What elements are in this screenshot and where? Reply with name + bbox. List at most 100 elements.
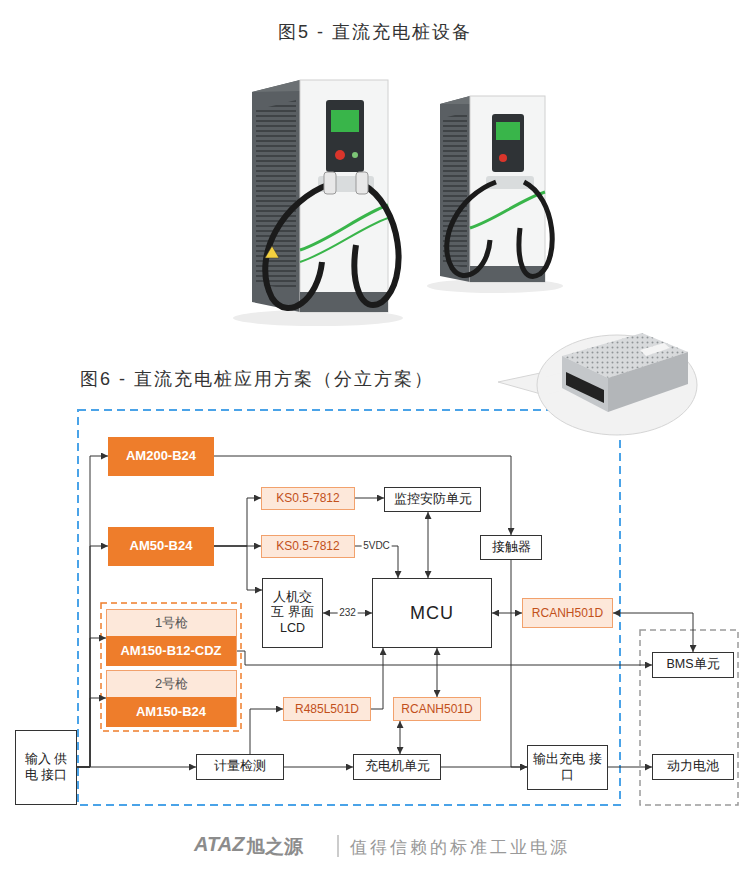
charging-pile bbox=[233, 80, 403, 326]
node-label: MCU bbox=[410, 602, 454, 625]
process-box: BMS单元 bbox=[652, 652, 734, 678]
connector bbox=[250, 709, 283, 754]
connector bbox=[437, 648, 438, 697]
gun-handle bbox=[356, 172, 368, 194]
pile-screen bbox=[326, 100, 364, 172]
process-box: 动力电池 bbox=[652, 754, 734, 780]
pile-vents bbox=[256, 100, 296, 290]
callout-bubble bbox=[498, 333, 697, 435]
green-stripe bbox=[300, 205, 388, 250]
converter-box: R485L501D bbox=[283, 697, 371, 721]
process-box: 人机交互 界面 LCD bbox=[262, 578, 323, 648]
connector bbox=[608, 767, 652, 768]
module-box: AM50-B24 bbox=[108, 527, 214, 566]
node-label: 1号枪 bbox=[155, 615, 188, 631]
mcu-box: MCU bbox=[372, 578, 492, 648]
converter-box: KS0.5-7812 bbox=[261, 487, 355, 510]
connector bbox=[77, 638, 106, 767]
process-box: 充电机单元 bbox=[353, 754, 441, 780]
cable bbox=[519, 182, 552, 276]
stop-button bbox=[335, 150, 345, 160]
connector bbox=[214, 498, 261, 546]
node-label: 接触器 bbox=[492, 540, 531, 556]
converter-box: RCANH501D bbox=[393, 697, 481, 721]
connector bbox=[214, 546, 262, 590]
connector bbox=[77, 456, 108, 767]
pile-screen bbox=[492, 114, 524, 172]
process-box: 输入 供电 接口 bbox=[15, 730, 77, 805]
warning-sign bbox=[265, 246, 279, 258]
charging-pile bbox=[427, 96, 563, 293]
vehicle-frame bbox=[640, 630, 738, 805]
connector bbox=[284, 767, 353, 768]
node-label: AM50-B24 bbox=[130, 538, 193, 554]
process-box: 监控安防单元 bbox=[384, 487, 481, 512]
connector bbox=[371, 648, 383, 709]
connector bbox=[511, 560, 527, 767]
brand-slogan: 值得信赖的标准工业电源 bbox=[350, 836, 570, 859]
gun-box: 1号枪 AM150-B12-CDZ bbox=[106, 609, 237, 666]
pile-display bbox=[331, 110, 359, 132]
brand-logo: ATAZ bbox=[194, 833, 244, 856]
pile-display bbox=[496, 122, 520, 140]
cable bbox=[265, 184, 330, 308]
converter-box: RCANH501D bbox=[522, 598, 613, 628]
psu-side bbox=[608, 352, 688, 412]
node-label: AM150-B12-CDZ bbox=[120, 643, 221, 659]
process-box: 接触器 bbox=[480, 535, 542, 560]
connector bbox=[355, 498, 384, 499]
node-label: 计量检测 bbox=[214, 759, 266, 775]
module-box: AM150-B24 bbox=[106, 697, 236, 727]
brand-name: 旭之源 bbox=[246, 834, 303, 860]
signal-label: 5VDC bbox=[361, 540, 392, 552]
green-stripe bbox=[300, 218, 388, 262]
psu-sticker bbox=[640, 343, 670, 356]
node-label: BMS单元 bbox=[666, 657, 719, 673]
connector bbox=[236, 651, 652, 665]
node-label: 动力电池 bbox=[667, 759, 719, 775]
figure-title: 图5 - 直流充电桩设备 bbox=[0, 20, 750, 44]
process-box: 输出充电 接口 bbox=[527, 745, 608, 790]
pile-side bbox=[252, 80, 300, 312]
terminal-block bbox=[566, 372, 604, 403]
module-box: AM200-B24 bbox=[108, 437, 214, 476]
node-label: AM150-B24 bbox=[136, 704, 206, 720]
stop-button bbox=[499, 154, 507, 162]
module-box: AM150-B12-CDZ bbox=[106, 636, 236, 666]
gun-group-frame bbox=[101, 603, 241, 731]
bubble-join bbox=[546, 373, 563, 394]
psu-front bbox=[562, 356, 608, 412]
node-label: R485L501D bbox=[295, 702, 359, 717]
connector bbox=[214, 456, 511, 535]
node-label: RCANH501D bbox=[532, 606, 603, 621]
node-label: 人机交互 界面 LCD bbox=[267, 590, 318, 637]
indicator bbox=[352, 152, 358, 158]
connector bbox=[492, 613, 522, 614]
cable bbox=[447, 182, 496, 276]
system-frame bbox=[78, 410, 620, 805]
green-stripe bbox=[470, 192, 545, 228]
process-box: 计量检测 bbox=[196, 754, 284, 780]
node-label: 2号枪 bbox=[155, 676, 188, 692]
node-label: 输入 供电 接口 bbox=[20, 752, 72, 783]
gun-box: 2号枪 AM150-B24 bbox=[106, 670, 237, 727]
pile-side bbox=[440, 96, 470, 282]
node-label: 充电机单元 bbox=[365, 759, 430, 775]
converter-box: KS0.5-7812 bbox=[261, 535, 355, 558]
gun-handle bbox=[324, 172, 336, 194]
figure-heading: 图6 - 直流充电桩应用方案（分立方案） bbox=[80, 367, 434, 391]
node-label: AM200-B24 bbox=[126, 448, 196, 464]
connector bbox=[428, 512, 429, 578]
node-label: 监控安防单元 bbox=[394, 492, 472, 508]
connector bbox=[77, 546, 108, 767]
node-label: 输出充电 接口 bbox=[532, 752, 603, 783]
node-label: KS0.5-7812 bbox=[276, 539, 339, 554]
cable bbox=[354, 184, 398, 305]
node-label: RCANH501D bbox=[401, 702, 472, 717]
connector bbox=[77, 767, 196, 768]
node-label: KS0.5-7812 bbox=[276, 491, 339, 506]
connector bbox=[400, 721, 401, 754]
connector bbox=[77, 698, 106, 767]
footer-separator bbox=[337, 835, 339, 857]
signal-label: 232 bbox=[337, 607, 358, 619]
